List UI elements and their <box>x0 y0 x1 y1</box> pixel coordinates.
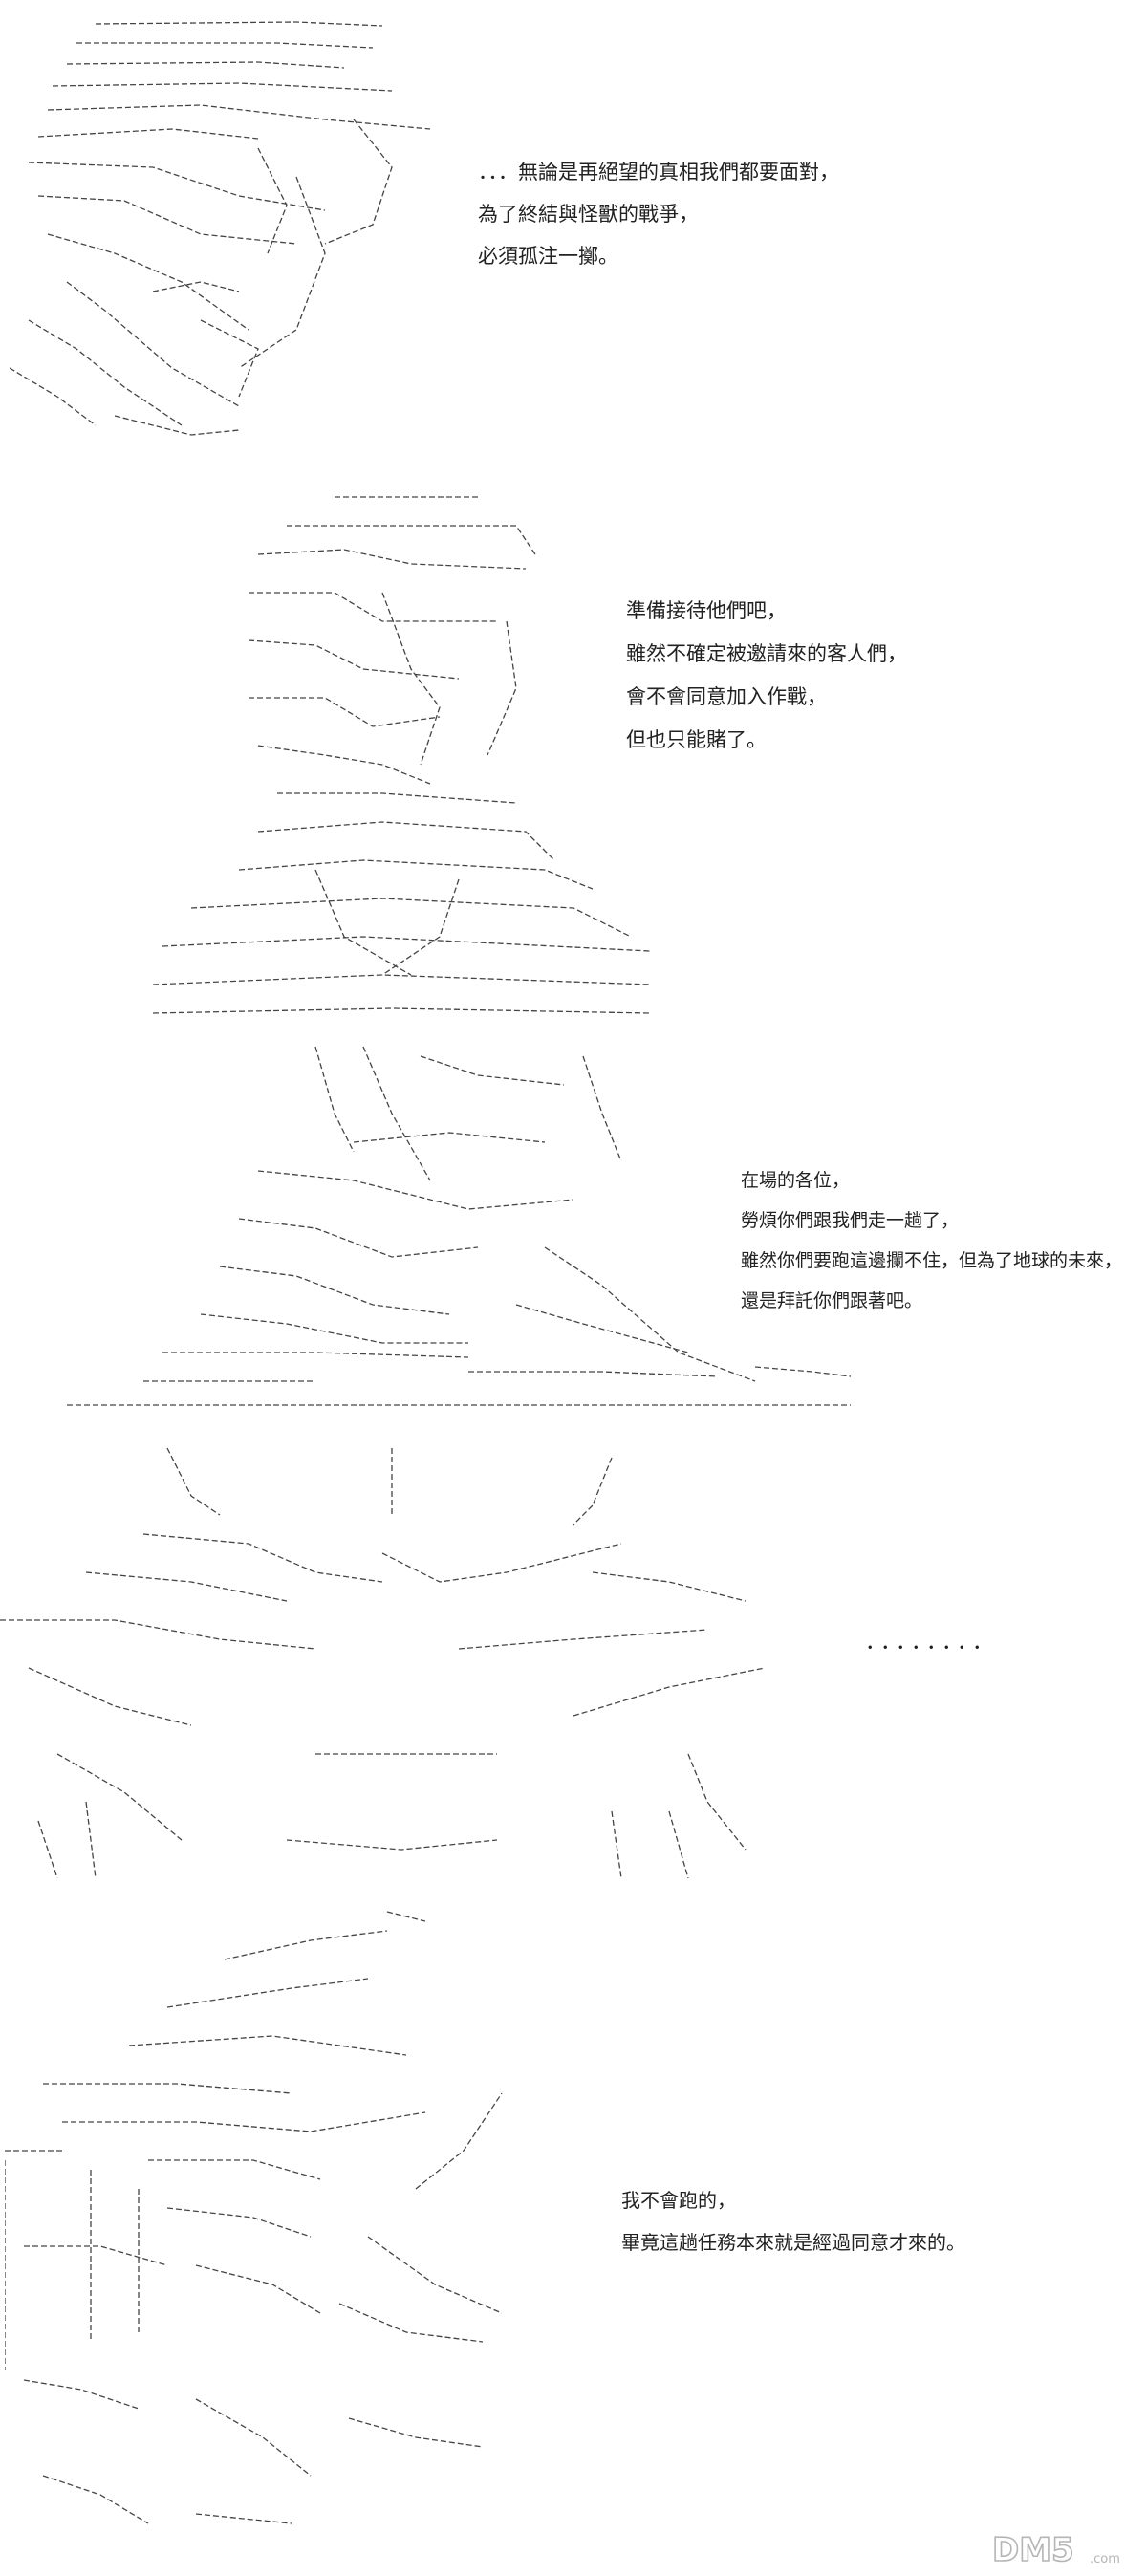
dialogue-line: 準備接待他們吧， <box>626 599 787 622</box>
panel-5-ascii-art <box>5 1902 569 2571</box>
panel-2-dialogue: 準備接待他們吧， 雖然不確定被邀請來的客人們， 會不會同意加入作戰， 但也只能賭… <box>626 590 907 762</box>
watermark-sub: .com <box>1090 2552 1120 2566</box>
panel-2-ascii-art <box>96 478 660 1023</box>
dialogue-line: 畢竟這趟任務本來就是經過同意才來的。 <box>621 2231 965 2254</box>
panel-4-ascii-art <box>0 1439 793 1888</box>
panel-1: ．．．無論是再絕望的真相我們都要面對， 為了終結與怪獸的戰爭， 必須孤注一擲。 <box>0 0 1147 459</box>
dialogue-line: 在場的各位， <box>741 1170 851 1191</box>
panel-5: 我不會跑的， 畢竟這趟任務本來就是經過同意才來的。 <box>0 1902 1147 2576</box>
panel-3-ascii-art <box>67 1037 860 1419</box>
dialogue-line: 還是拜託你們跟著吧。 <box>741 1290 923 1311</box>
panel-2: 準備接待他們吧， 雖然不確定被邀請來的客人們， 會不會同意加入作戰， 但也只能賭… <box>0 468 1147 1023</box>
panel-3: 在場的各位， 勞煩你們跟我們走一趟了， 雖然你們要跑這邊攔不住，但為了地球的未來… <box>0 1032 1147 1415</box>
dm5-watermark-logo: DM5 .com <box>991 2530 1120 2570</box>
dialogue-line: 會不會同意加入作戰， <box>626 685 827 708</box>
panel-5-dialogue: 我不會跑的， 畢竟這趟任務本來就是經過同意才來的。 <box>621 2179 965 2263</box>
panel-1-dialogue: ．．．無論是再絕望的真相我們都要面對， 為了終結與怪獸的戰爭， 必須孤注一擲。 <box>478 151 839 277</box>
dialogue-line: 雖然你們要跑這邊攔不住，但為了地球的未來， <box>741 1250 1123 1271</box>
panel-1-ascii-art <box>10 5 459 454</box>
dialogue-line: 勞煩你們跟我們走一趟了， <box>741 1210 960 1231</box>
panel-3-dialogue: 在場的各位， 勞煩你們跟我們走一趟了， 雖然你們要跑這邊攔不住，但為了地球的未來… <box>741 1160 1122 1321</box>
panel-4-ellipsis: ．．．．．．．． <box>865 1631 999 1655</box>
dialogue-line: 我不會跑的， <box>621 2189 736 2212</box>
dialogue-line: 為了終結與怪獸的戰爭， <box>478 203 699 226</box>
dialogue-line: 雖然不確定被邀請來的客人們， <box>626 642 907 665</box>
watermark-text: DM5 <box>992 2531 1074 2569</box>
dialogue-line: ．．．無論是再絕望的真相我們都要面對， <box>478 161 839 184</box>
dialogue-line: 但也只能賭了。 <box>626 728 767 751</box>
dialogue-line: 必須孤注一擲。 <box>478 245 618 268</box>
panel-4: ．．．．．．．． <box>0 1434 1147 1893</box>
